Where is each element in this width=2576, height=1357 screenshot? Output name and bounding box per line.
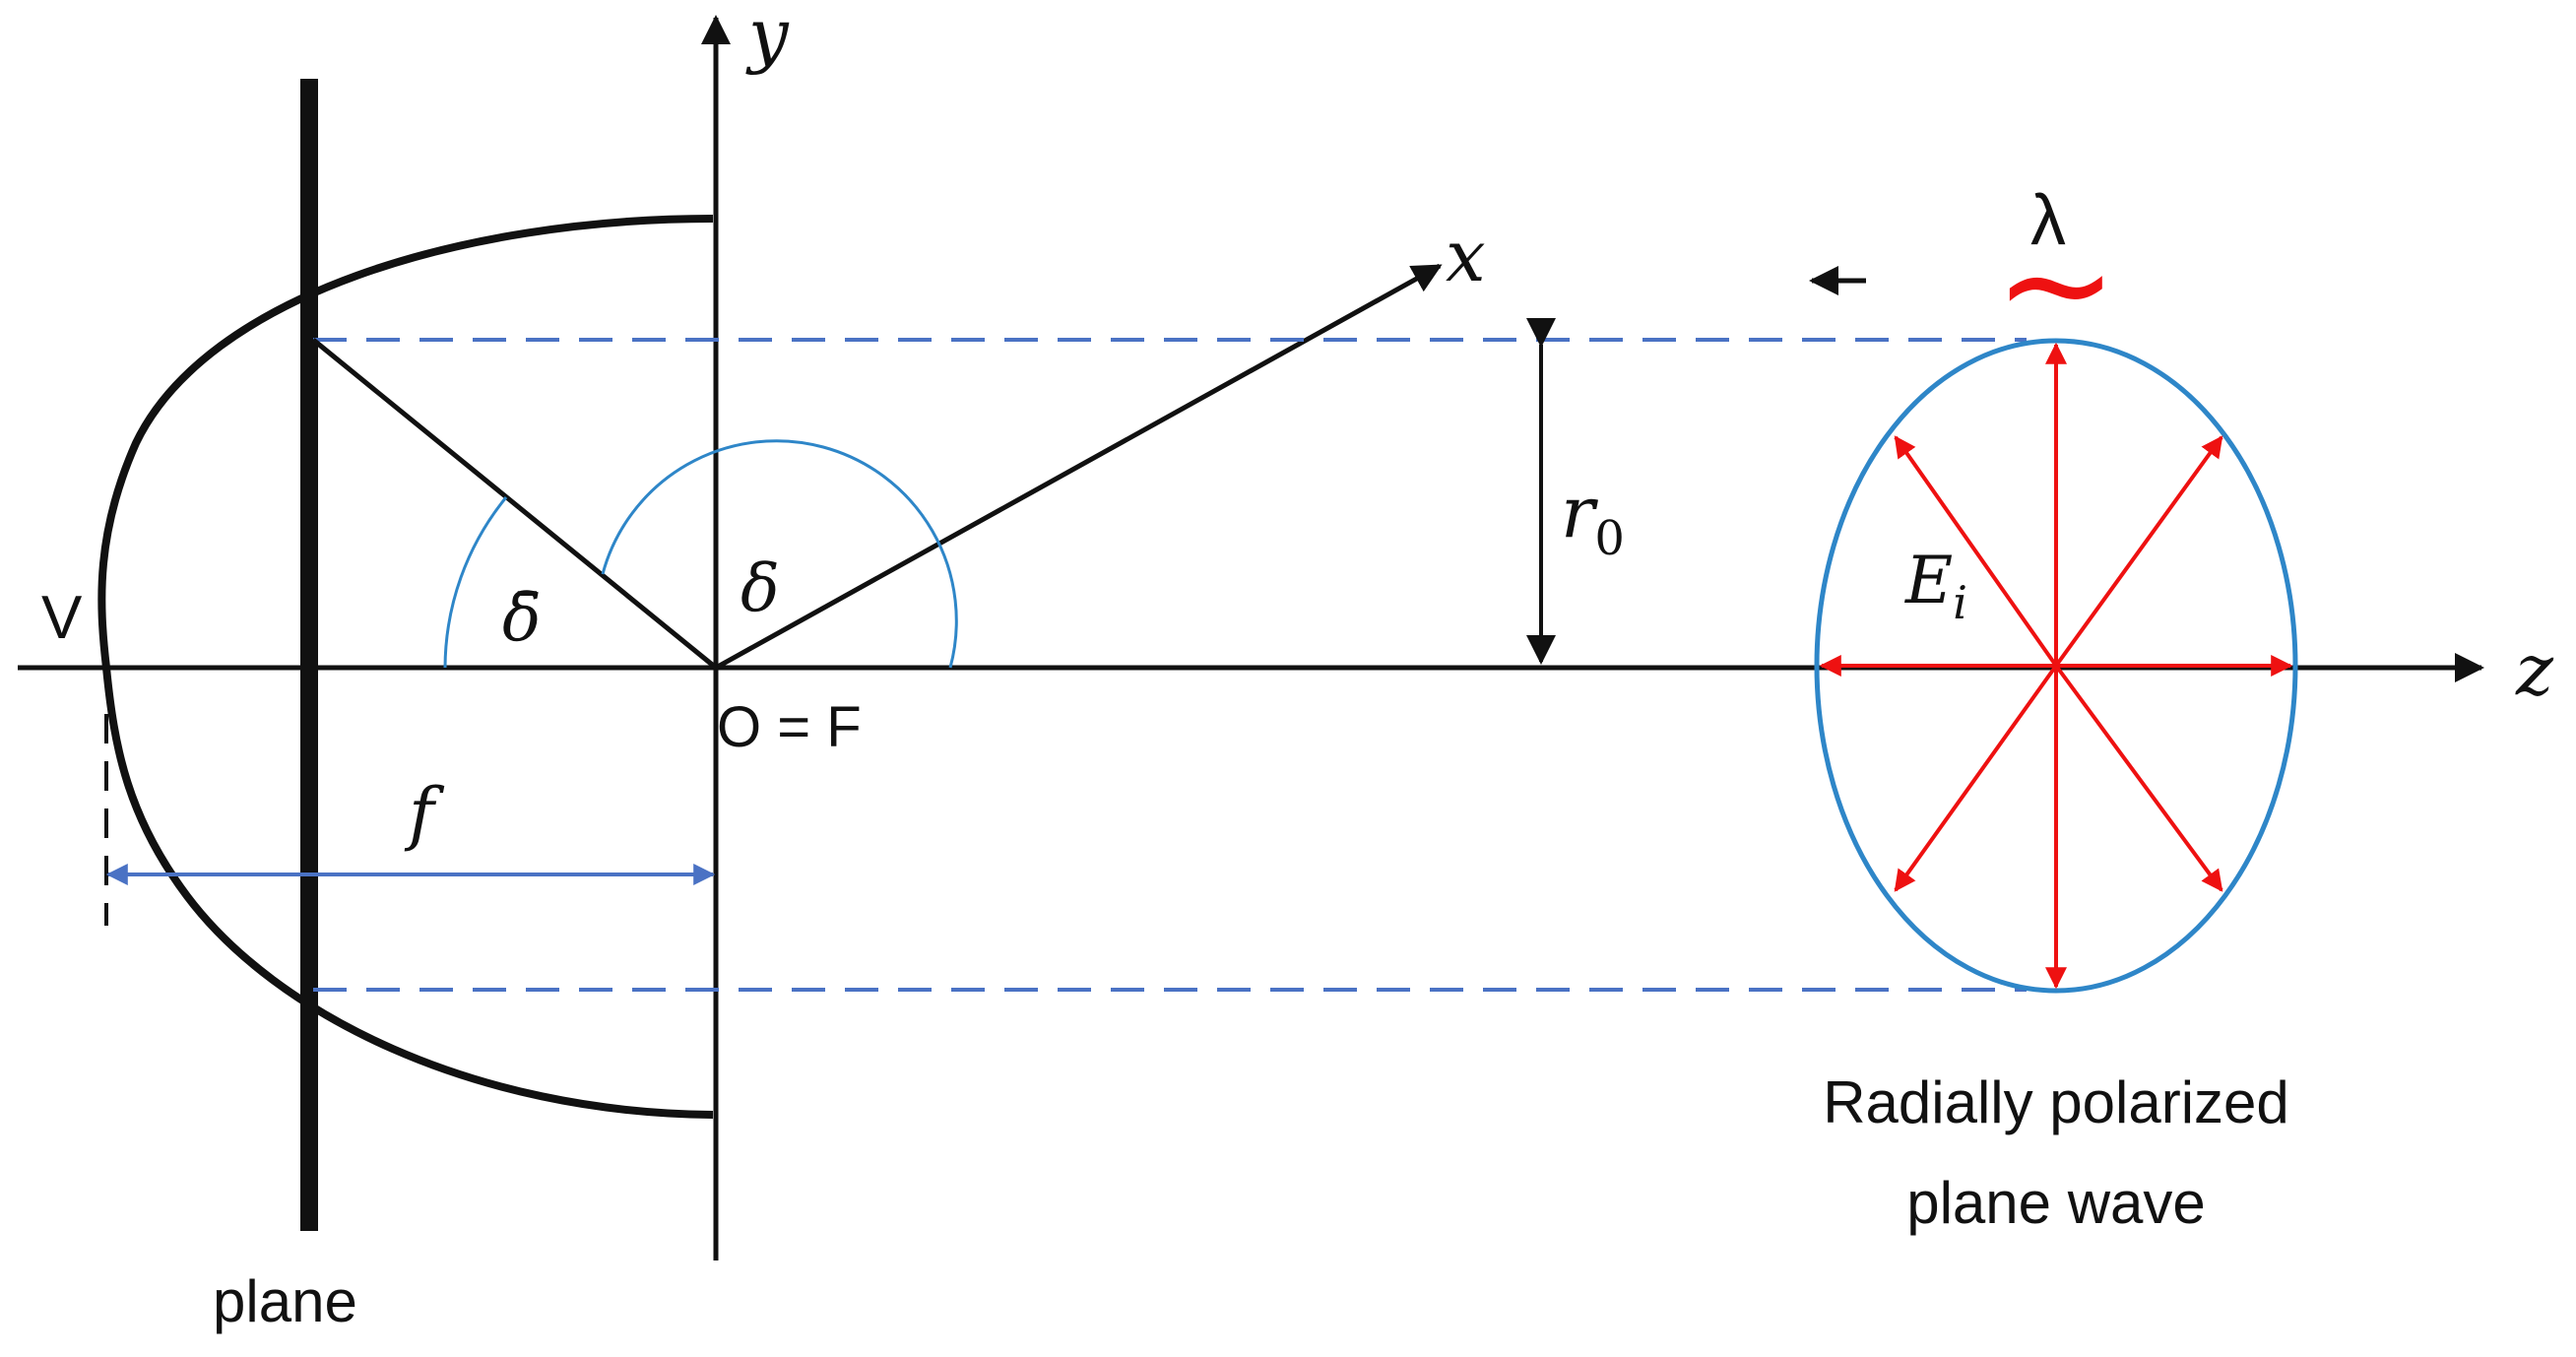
r0-subscript: 0 <box>1594 511 1625 566</box>
r0-label: r0 <box>1561 471 1625 566</box>
field-subscript: i <box>1953 576 1967 629</box>
field-arrows <box>1819 342 2293 990</box>
origin-label: O = F <box>717 695 862 759</box>
z-axis-label: z <box>2515 628 2554 711</box>
field-arrow-upper-left <box>1894 435 2058 668</box>
vertex-label: V <box>41 584 83 652</box>
field-arrow-lower-right <box>2054 664 2223 892</box>
field-arrow-lower-left <box>1894 664 2058 892</box>
wave-symbol: ~ <box>1994 199 2118 370</box>
field-main: E <box>1904 543 1953 618</box>
wave-caption-line2: plane wave <box>1906 1170 2206 1236</box>
paraboloid-mirror <box>97 215 714 1119</box>
delta-bar-label: δ̄ <box>502 580 542 656</box>
delta-arc <box>601 439 958 669</box>
plane-label: plane <box>213 1268 357 1334</box>
x-axis-line <box>714 263 1443 671</box>
field-label: Ei <box>1904 543 1967 629</box>
x-axis-label: x <box>1446 215 1486 297</box>
reflected-ray <box>311 338 718 670</box>
delta-bar-arc <box>443 496 508 669</box>
y-axis-label: y <box>745 0 790 76</box>
r0-main: r <box>1561 471 1598 553</box>
wavelength-label: λ <box>2030 181 2066 260</box>
field-arrow-upper-right <box>2054 435 2223 668</box>
wave-caption-line1: Radially polarized <box>1823 1069 2289 1135</box>
delta-label: δ <box>741 550 780 626</box>
wave-ellipse <box>1814 338 2298 994</box>
focal-length-label: f <box>404 773 445 854</box>
